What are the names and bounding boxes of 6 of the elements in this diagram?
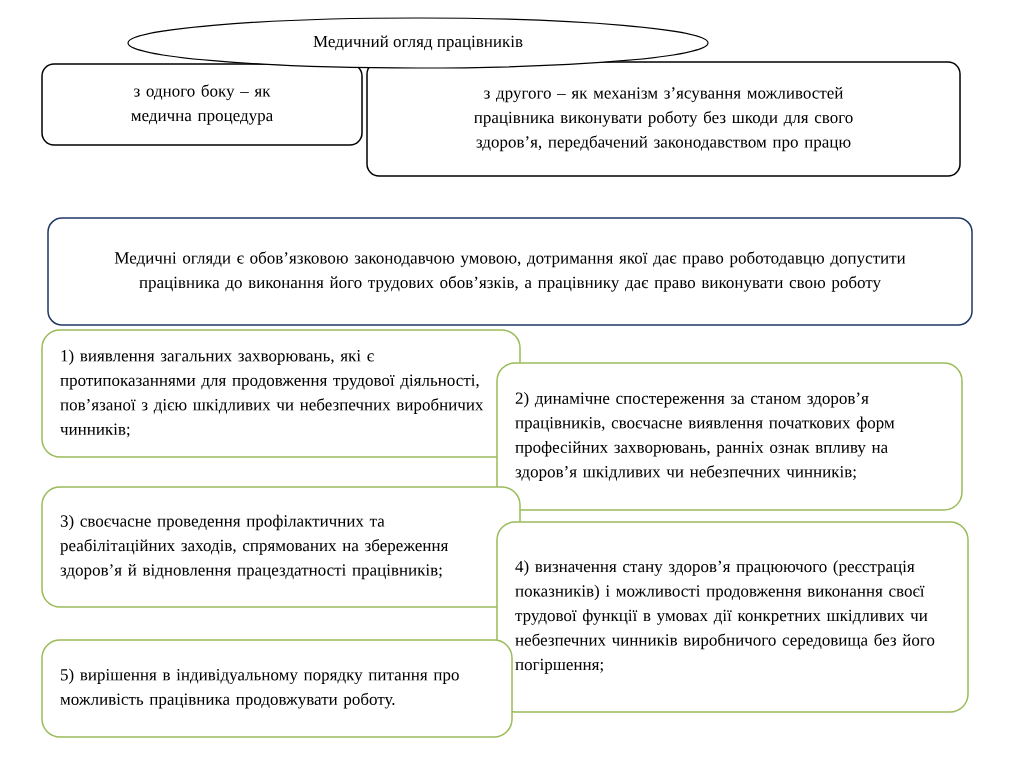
rounded-box: 2) динамічне спостереження за станом здоров’я працівників, своєчасне виявлення початкових форм професійних захворювань, ранніх ознак впливу на здоров’я шкідливих чи небезпечних чинників; [496, 362, 963, 511]
ellipse-node: Медичний огляд працівників [127, 17, 709, 69]
rounded-box: 4) визначення стану здоров’я працюючого (реєстрація показників) і можливості продовження виконання своєї трудової функції в умовах дії конкретних шкідливих чи небезпечних чинників виробничого середовища без його погіршення; [496, 521, 969, 713]
rounded-box: з одного боку – як медична процедура [41, 63, 363, 146]
rounded-box: 5) вирішення в індивідуальному порядку питання про можливість працівника продовжувати роботу. [41, 639, 513, 738]
statement-box: Медичні огляди є обов’язковою законодавчою умовою, дотримання якої дає право роботодавцю допустити працівника до виконання його трудових обов’язків, а працівнику дає право виконувати свою роботу [47, 217, 973, 326]
